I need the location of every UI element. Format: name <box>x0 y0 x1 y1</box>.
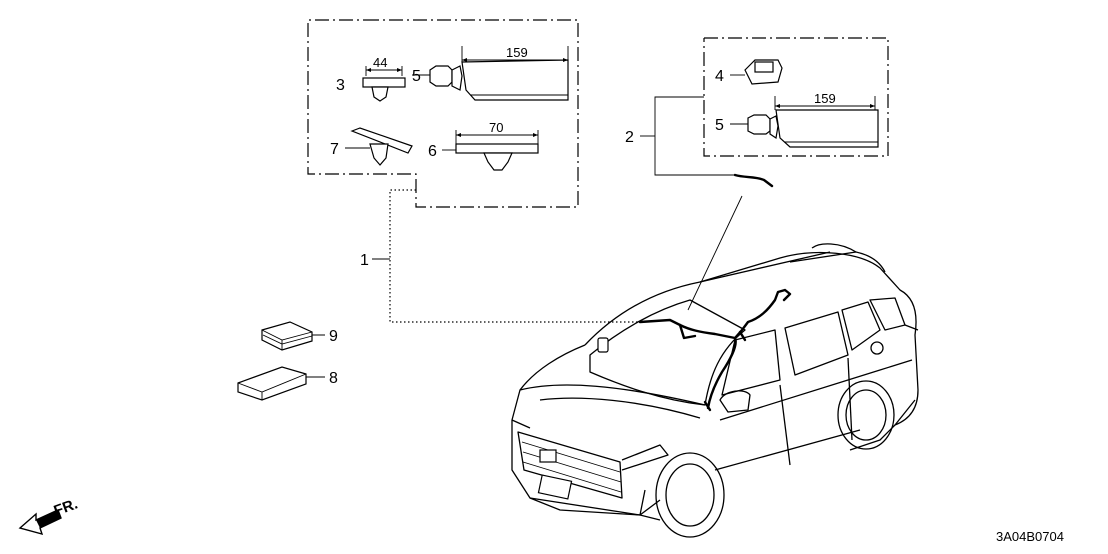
callout-2: 2 <box>625 129 634 146</box>
group-box-right <box>703 37 889 157</box>
callout-7: 7 <box>330 141 339 158</box>
dimension-159-left: 159 <box>506 45 528 60</box>
diagram-code: 3A04B0704 <box>996 529 1064 544</box>
callout-5-right: 5 <box>715 117 724 134</box>
callout-9: 9 <box>329 328 338 345</box>
front-direction-label: FR. <box>52 496 81 520</box>
part-3-clip <box>362 66 406 102</box>
callout-4: 4 <box>715 68 724 85</box>
callout-6: 6 <box>428 143 437 160</box>
dimension-70: 70 <box>489 120 503 135</box>
callout-8: 8 <box>329 370 338 387</box>
leader-item-2 <box>640 96 735 176</box>
callout-1: 1 <box>360 252 369 269</box>
roof-harness <box>638 288 792 412</box>
part-9-pad <box>261 321 325 351</box>
dimension-44: 44 <box>373 55 387 70</box>
part-6-clip <box>442 130 539 171</box>
leader-item-1 <box>372 189 640 323</box>
part-4-holder <box>730 59 783 85</box>
callout-5-left: 5 <box>412 68 421 85</box>
callout-3: 3 <box>336 77 345 94</box>
dimension-159-right: 159 <box>814 91 836 106</box>
part-5-connector-right <box>730 96 879 148</box>
vehicle-outline <box>511 243 919 538</box>
part-5-connector-left <box>412 46 569 101</box>
sub-harness-2 <box>687 173 774 311</box>
group-box-left <box>307 19 579 208</box>
front-direction-arrow-icon <box>18 509 62 536</box>
part-8-pad <box>237 366 325 401</box>
part-7-tape-clip <box>345 127 413 166</box>
